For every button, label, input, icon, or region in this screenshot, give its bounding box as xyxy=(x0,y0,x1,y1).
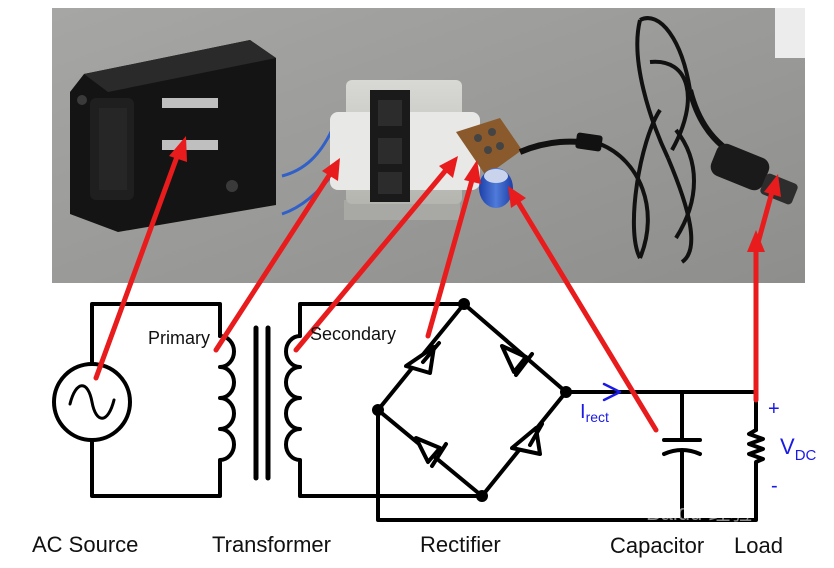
watermark: Baidu 经验 xyxy=(646,500,752,525)
arrow-secondary xyxy=(293,156,458,353)
arrow-primary xyxy=(213,158,340,353)
load-resistor xyxy=(747,428,765,472)
ac-source-symbol xyxy=(52,362,132,442)
photo-rectifier-board xyxy=(456,118,522,208)
arrow-dc-plug xyxy=(753,174,781,253)
load-label: Load xyxy=(734,533,783,558)
primary-label: Primary xyxy=(148,328,210,348)
capacitor-label: Capacitor xyxy=(610,533,704,558)
rectifier-label: Rectifier xyxy=(420,532,501,557)
junction-dots xyxy=(372,298,572,502)
adapter-prong-top xyxy=(162,98,218,108)
photo xyxy=(52,8,805,283)
primary-coil xyxy=(218,334,236,472)
secondary-coil xyxy=(284,334,302,472)
arrow-capacitor xyxy=(508,186,659,433)
diode-3 xyxy=(414,436,442,464)
bridge-rectifier xyxy=(376,302,568,498)
adapter-prong-bottom xyxy=(162,140,218,150)
arrow-ac-source xyxy=(93,136,187,381)
diode-2 xyxy=(500,344,528,374)
arrow-rectifier xyxy=(425,160,481,339)
dc-negative-rail xyxy=(376,408,758,522)
photo-corner-glare xyxy=(775,8,805,58)
primary-wire xyxy=(90,302,222,498)
secondary-wire xyxy=(298,302,484,498)
photo-transformer xyxy=(330,80,480,220)
capacitor-symbol xyxy=(662,390,702,522)
secondary-label: Secondary xyxy=(310,324,396,344)
voltage-label: VDC xyxy=(780,434,817,464)
diode-4 xyxy=(510,426,542,456)
current-label: Irect xyxy=(580,401,609,425)
red-arrows xyxy=(93,136,781,433)
wall-adapter xyxy=(70,40,276,232)
current-arrow xyxy=(602,382,622,402)
photo-cable-strain-relief xyxy=(575,132,603,152)
blue-wire-1 xyxy=(281,129,334,178)
ac-wave xyxy=(68,384,116,420)
transformer-label: Transformer xyxy=(212,532,331,557)
current-subscript: rect xyxy=(586,409,609,425)
voltage-subscript: DC xyxy=(795,447,817,464)
diode-1 xyxy=(404,345,436,375)
plus-sign: + xyxy=(768,398,780,420)
ac-source-label: AC Source xyxy=(32,532,138,557)
minus-sign: - xyxy=(771,475,778,497)
